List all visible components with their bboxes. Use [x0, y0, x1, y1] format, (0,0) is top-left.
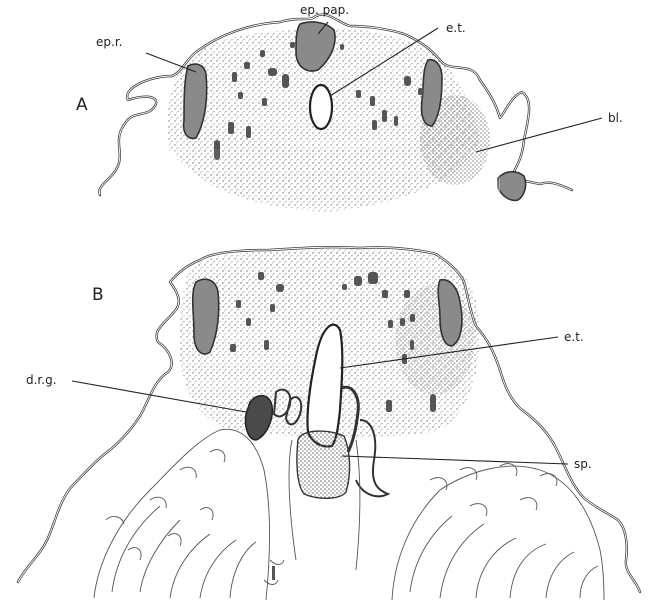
panel-a: A ep.r. ep. pap. e.t. bl. [76, 3, 623, 220]
label-e-t-a: e.t. [446, 21, 466, 35]
label-ep-r: ep.r. [96, 35, 122, 49]
label-ep-pap: ep. pap. [300, 3, 349, 17]
label-sp: sp. [574, 457, 592, 471]
panel-b-letter: B [92, 285, 104, 305]
epidermis-fragment-right [498, 172, 526, 201]
label-bl: bl. [608, 111, 623, 125]
spinal-cord [297, 431, 350, 498]
label-e-t-b: e.t. [564, 330, 584, 344]
panel-a-letter: A [76, 95, 88, 115]
label-d-r-g: d.r.g. [26, 373, 57, 387]
epidermal-tube-a [310, 85, 332, 129]
cartilage-right [392, 466, 604, 600]
cartilage-left [94, 429, 270, 600]
panel-b: B e.t. d.r.g. sp. [18, 247, 640, 600]
